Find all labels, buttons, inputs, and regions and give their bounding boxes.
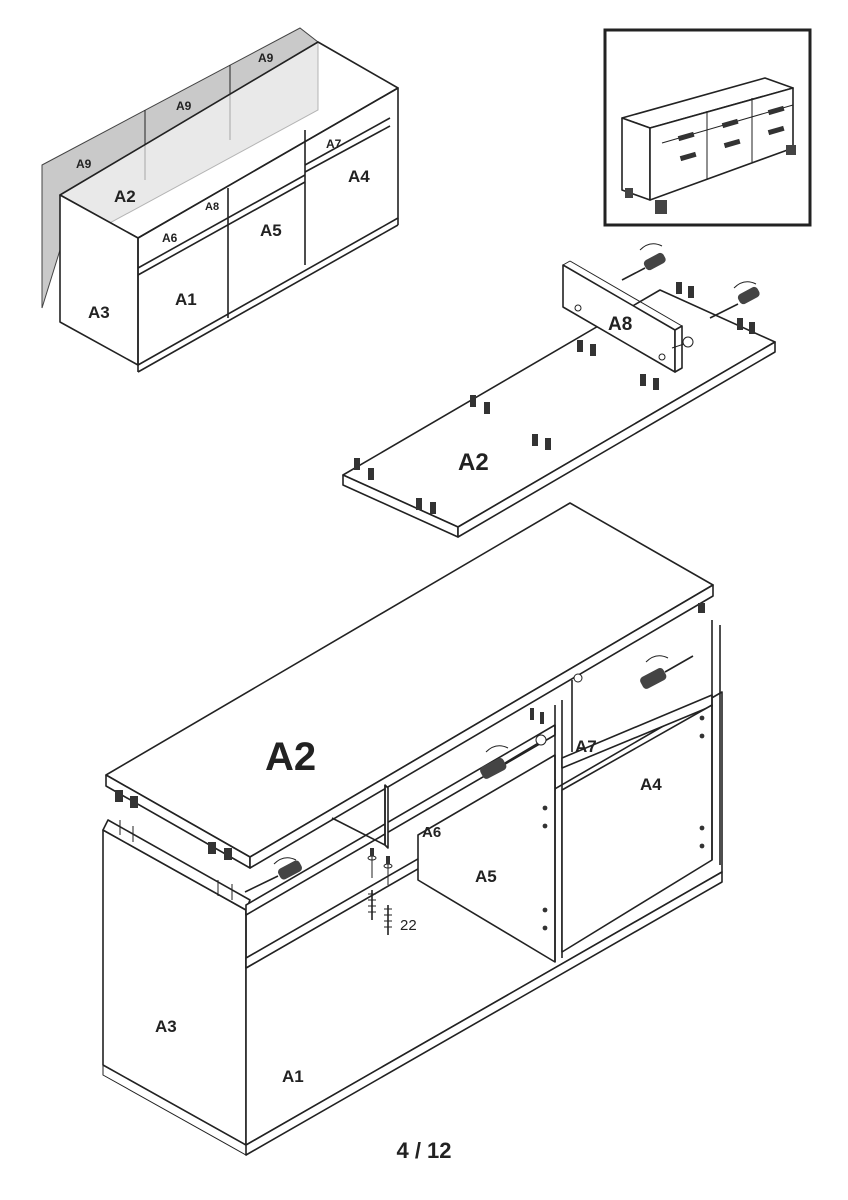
- label-a7: A7: [326, 137, 342, 151]
- finished-product-thumbnail: [603, 28, 812, 227]
- overview-diagram: A9 A9 A9 A7 A4 A2 A8 A6 A5 A3 A1: [41, 27, 399, 373]
- label-a8: A8: [205, 201, 219, 213]
- label-a5-main: A5: [475, 867, 497, 886]
- screw-count-label: 22: [400, 917, 417, 934]
- screwdriver-icon: [244, 857, 303, 893]
- label-a2-step: A2: [458, 449, 489, 476]
- label-a6-main: A6: [422, 824, 441, 841]
- label-a2-main: A2: [265, 735, 316, 779]
- label-a2: A2: [114, 187, 136, 206]
- label-a3: A3: [88, 303, 110, 322]
- side-panel-a3: [102, 829, 247, 1146]
- label-a1-main: A1: [282, 1067, 304, 1086]
- label-a1: A1: [175, 290, 197, 309]
- label-a9-mid: A9: [176, 99, 192, 113]
- cam-bolt-icon: [671, 336, 694, 349]
- screwdriver-icon: [640, 655, 694, 689]
- screwdriver-icon: [709, 281, 760, 319]
- dowel-icon: [115, 603, 705, 860]
- screwdriver-icon: [480, 734, 547, 779]
- cam-bolt-icon: [573, 673, 583, 683]
- screwdriver-icon: [621, 243, 666, 281]
- main-assembly-diagram: A2 A3 A1 A6 A5 A7 A4: [102, 502, 723, 1156]
- label-a7-main: A7: [575, 737, 597, 756]
- screw-icon: [367, 855, 393, 935]
- label-a9-left: A9: [76, 157, 92, 171]
- label-a4-main: A4: [640, 775, 662, 794]
- label-a9-right: A9: [258, 51, 274, 65]
- dowel-icon: [354, 282, 755, 514]
- label-a6: A6: [162, 231, 178, 245]
- label-a8-step: A8: [608, 314, 632, 335]
- label-a3-main: A3: [155, 1017, 177, 1036]
- label-a5: A5: [260, 221, 282, 240]
- page-number: 4 / 12: [396, 1138, 452, 1163]
- board-a2: [342, 289, 776, 528]
- label-a4: A4: [348, 167, 370, 186]
- a2-a8-subassembly: A8 A2: [342, 243, 776, 538]
